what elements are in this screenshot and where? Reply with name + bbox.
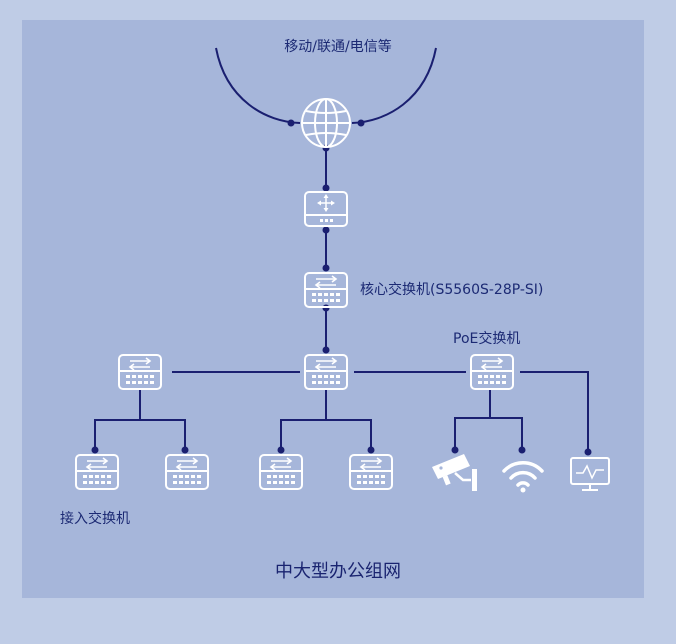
diagram-caption: 中大型办公组网 — [275, 561, 401, 582]
core-switch-label: 核心交换机(S5560S-28P-SI) — [360, 282, 544, 298]
poe-switch-icon — [470, 354, 514, 390]
isp-label: 移动/联通/电信等 — [284, 39, 392, 55]
access-switch-icon — [349, 454, 393, 490]
diagram-panel — [22, 20, 644, 598]
globe-icon — [301, 98, 351, 148]
wifi-icon — [502, 461, 544, 493]
connection-dots — [91, 119, 592, 456]
access-switch-icon — [75, 454, 119, 490]
access-switch-label: 接入交换机 — [60, 511, 130, 527]
switch-icon — [118, 354, 162, 390]
access-switch-icon — [165, 454, 209, 490]
connection-lines — [94, 47, 589, 452]
core-switch-icon — [304, 272, 348, 308]
monitor-icon — [570, 457, 610, 491]
access-switch-icon — [259, 454, 303, 490]
aggregation-switch-icon — [304, 354, 348, 390]
security-camera-icon — [432, 454, 477, 491]
poe-switch-label: PoE交换机 — [453, 331, 521, 347]
router-icon — [304, 191, 348, 227]
